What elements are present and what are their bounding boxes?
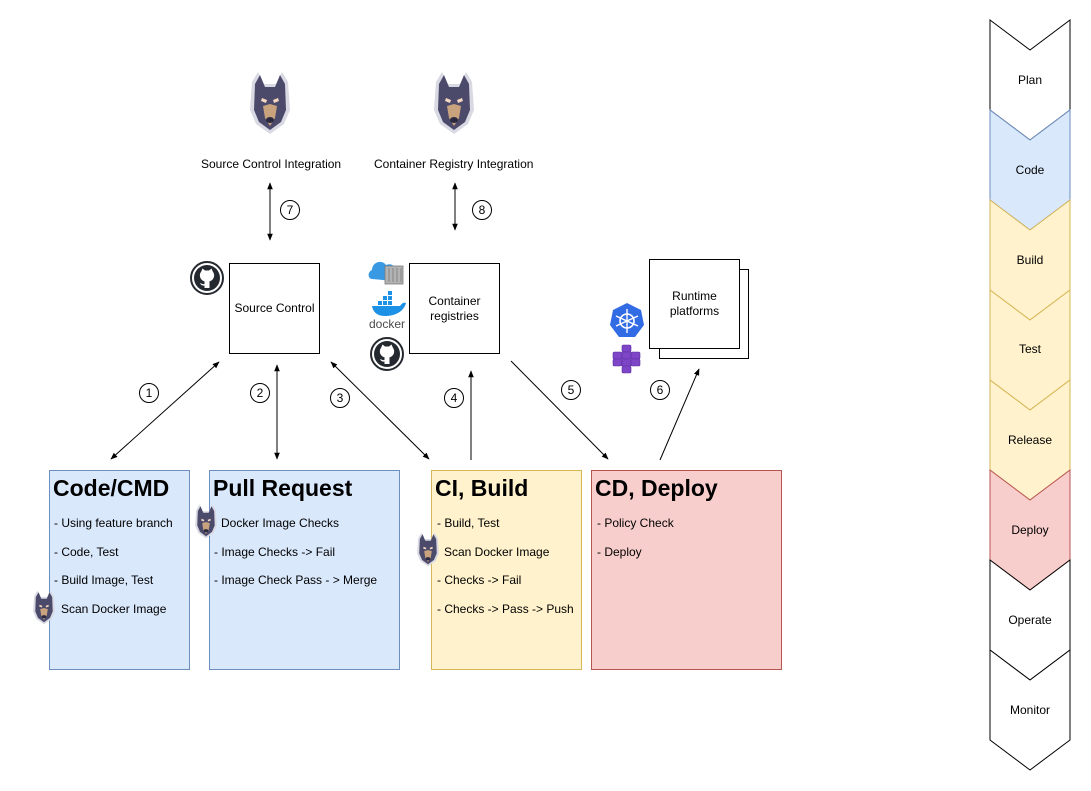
stage-item: - Image Checks -> Fail — [214, 545, 336, 559]
stage-item: - Image Check Pass - > Merge — [214, 573, 378, 587]
step-number-8: 8 — [472, 200, 492, 220]
stage-title: Pull Request — [213, 475, 353, 501]
step-number-5: 5 — [561, 380, 581, 400]
github-icon — [190, 261, 224, 295]
stage-box-code — [49, 470, 190, 670]
lifecycle-operate: Operate — [1008, 613, 1052, 627]
step-number-4: 4 — [444, 388, 464, 408]
lifecycle-build: Build — [1016, 253, 1044, 267]
stage-box-ci-build — [431, 470, 582, 670]
kubernetes-icon — [610, 303, 644, 337]
arrow-6 — [659, 368, 700, 461]
stage-title: CD, Deploy — [595, 475, 718, 501]
runtime-platforms-box: Runtime platforms — [649, 259, 740, 349]
step-number-6: 6 — [650, 380, 670, 400]
stage-title: CI, Build — [435, 475, 529, 501]
stage-box-cd-deploy — [591, 470, 782, 670]
stage-box-pull-request — [209, 470, 400, 670]
stage-item: Scan Docker Image — [444, 545, 550, 559]
container-registries-label-line1: Container — [428, 293, 481, 308]
docker-wordmark: docker — [369, 317, 406, 331]
lifecycle-deploy: Deploy — [1011, 523, 1049, 537]
container-registry-integration-label: Container Registry Integration — [374, 157, 534, 171]
arrow-3 — [330, 361, 430, 460]
arrow-1 — [110, 361, 220, 460]
stage-title: Code/CMD — [53, 475, 170, 501]
source-control-integration-label: Source Control Integration — [201, 157, 342, 171]
cluster-icon — [612, 344, 641, 374]
docker-icon — [372, 291, 406, 316]
stage-item: - Build, Test — [437, 516, 500, 530]
container-registries-label-line2: registries — [430, 308, 479, 323]
stage-item: Scan Docker Image — [61, 602, 167, 616]
stage-cd-deploy: CD, Deploy - Policy Check - Deploy — [591, 470, 782, 670]
lifecycle-release: Release — [1007, 433, 1053, 447]
lifecycle-monitor: Monitor — [1009, 703, 1050, 717]
step-number-2: 2 — [250, 383, 270, 403]
github-icon — [370, 337, 404, 371]
arrow-5 — [510, 360, 609, 460]
runtime-platforms-label-line1: Runtime — [672, 289, 717, 303]
step-number-7: 7 — [280, 200, 300, 220]
stage-item: - Code, Test — [54, 545, 119, 559]
runtime-platforms-label-line2: platforms — [669, 304, 720, 318]
stage-item: - Using feature branch — [54, 516, 173, 530]
stage-item: - Policy Check — [597, 516, 674, 530]
stage-ci-build: CI, Build - Build, Test Scan Docker Imag… — [431, 470, 582, 670]
stage-item: - Build Image, Test — [54, 573, 154, 587]
container-registries-box: Container registries — [409, 263, 500, 354]
stage-pull-request: Pull Request Docker Image Checks - Image… — [209, 470, 400, 670]
stage-code-cmd: Code/CMD - Using feature branch - Code, … — [49, 470, 190, 670]
step-number-3: 3 — [330, 388, 350, 408]
snyk-doberman-icon — [250, 72, 290, 134]
step-number-1: 1 — [139, 383, 159, 403]
lifecycle-chevrons — [989, 19, 1071, 771]
stage-item: - Deploy — [597, 545, 642, 559]
snyk-doberman-icon — [434, 72, 474, 134]
source-control-box: Source Control — [229, 263, 320, 354]
lifecycle-code: Code — [1015, 163, 1045, 177]
source-control-label: Source Control — [234, 301, 315, 315]
stage-item: - Checks -> Fail — [437, 573, 522, 587]
azure-cloud-icon — [368, 261, 404, 285]
lifecycle-test: Test — [1018, 342, 1041, 356]
lifecycle-plan: Plan — [1017, 73, 1043, 87]
stage-item: - Checks -> Pass -> Push — [437, 602, 574, 616]
stage-item: Docker Image Checks — [221, 516, 340, 530]
